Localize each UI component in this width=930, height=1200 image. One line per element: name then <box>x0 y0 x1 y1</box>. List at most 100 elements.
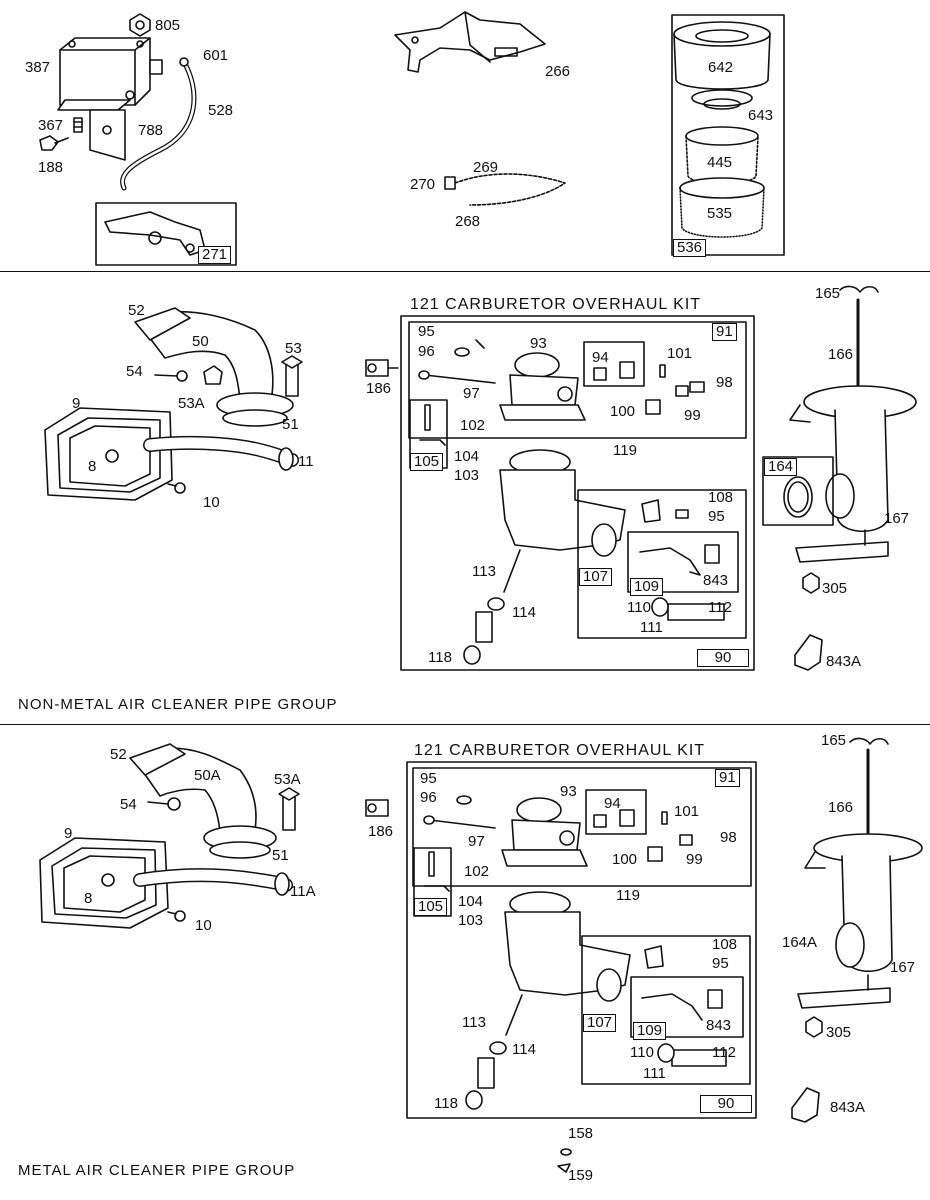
label-113-metal: 113 <box>462 1014 486 1031</box>
bracket-100 <box>645 399 661 415</box>
label-99: 99 <box>684 407 701 424</box>
label-104-metal: 104 <box>458 893 484 910</box>
label-601: 601 <box>203 47 229 64</box>
label-186-metal: 186 <box>368 823 394 840</box>
label-104: 104 <box>454 448 480 465</box>
box-label-109: 109 <box>630 578 664 596</box>
frame-109-group <box>627 531 739 593</box>
section-divider-1 <box>0 271 930 272</box>
drain-118-metal <box>465 1057 495 1110</box>
label-95a: 95 <box>418 323 435 340</box>
pin-101-metal <box>661 811 668 825</box>
label-165-metal: 165 <box>821 732 847 749</box>
label-103: 103 <box>454 467 480 484</box>
box-label-91: 91 <box>712 323 737 341</box>
label-112-metal: 112 <box>712 1044 736 1061</box>
label-95b-metal: 95 <box>712 955 729 972</box>
label-100: 100 <box>610 403 636 420</box>
carb-upper-body-93 <box>499 352 586 421</box>
lever-843 <box>639 544 720 576</box>
screw-54-metal <box>147 797 181 811</box>
label-166: 166 <box>828 346 854 363</box>
air-horn-assembly <box>789 298 917 532</box>
frame-94-metal <box>585 789 647 835</box>
label-108-metal: 108 <box>712 936 738 953</box>
label-96-metal: 96 <box>420 789 437 806</box>
washer-114-metal <box>489 1041 507 1055</box>
label-165: 165 <box>815 285 841 302</box>
label-98-metal: 98 <box>720 829 737 846</box>
label-114: 114 <box>512 604 536 621</box>
label-101-metal: 101 <box>674 803 700 820</box>
frame-109-group-metal <box>630 976 744 1038</box>
label-805: 805 <box>155 17 181 34</box>
fitting-186 <box>365 359 399 377</box>
plate-108 <box>641 499 661 523</box>
strap-167-metal <box>797 974 891 1009</box>
control-box-387 <box>59 37 163 106</box>
plate-108-metal <box>644 945 664 969</box>
label-94: 94 <box>592 349 609 366</box>
lever-843-metal <box>641 989 723 1021</box>
caption-metal: METAL AIR CLEANER PIPE GROUP <box>18 1162 296 1179</box>
frame-107-group <box>577 489 747 639</box>
carb-lower-body-metal <box>504 891 631 1036</box>
seat-94 <box>593 361 635 381</box>
label-9: 9 <box>72 395 81 412</box>
label-102-metal: 102 <box>464 863 490 880</box>
label-167: 167 <box>884 510 910 527</box>
label-113: 113 <box>472 563 496 580</box>
label-101: 101 <box>667 345 693 362</box>
label-102: 102 <box>460 417 486 434</box>
nut-805 <box>129 13 151 37</box>
label-108: 108 <box>708 489 734 506</box>
label-9-metal: 9 <box>64 825 73 842</box>
carb-gasket-9-metal <box>39 837 169 929</box>
label-528: 528 <box>208 102 234 119</box>
box-label-107: 107 <box>579 568 613 586</box>
pin-101 <box>659 364 666 378</box>
label-110: 110 <box>627 599 651 616</box>
label-110-metal: 110 <box>630 1044 654 1061</box>
screw-95b <box>675 509 689 519</box>
spring-99-metal <box>679 834 693 846</box>
frame-271 <box>95 202 237 266</box>
carb-gasket-9 <box>44 407 173 501</box>
label-843-metal: 843 <box>706 1017 732 1034</box>
label-186: 186 <box>366 380 392 397</box>
caption-nonmetal: NON-METAL AIR CLEANER PIPE GROUP <box>18 696 338 713</box>
jet-112-metal <box>657 1043 727 1067</box>
upper-kit-frame <box>408 321 747 439</box>
jet-112 <box>651 597 725 621</box>
label-10: 10 <box>203 494 220 511</box>
air-horn-assembly-metal <box>804 748 923 972</box>
bracket-788 <box>57 99 131 161</box>
box-label-109-metal: 109 <box>633 1022 667 1040</box>
needle-valve-97 <box>418 370 496 384</box>
screw-54 <box>154 370 188 382</box>
screw-53A <box>203 365 223 385</box>
bracket-266 <box>394 11 546 73</box>
bracket-100-metal <box>647 846 663 862</box>
label-270: 270 <box>410 176 436 193</box>
pipe-elbow-50A <box>129 743 277 859</box>
label-94-metal: 94 <box>604 795 621 812</box>
carb-upper-body-93-metal <box>501 797 588 867</box>
label-535: 535 <box>707 205 733 222</box>
label-8: 8 <box>88 458 97 475</box>
washer-114 <box>487 597 505 611</box>
label-159: 159 <box>568 1167 594 1184</box>
label-11: 11 <box>298 453 314 470</box>
kit-title-metal: 121 CARBURETOR OVERHAUL KIT <box>414 742 706 759</box>
label-97: 97 <box>463 385 480 402</box>
label-367: 367 <box>38 117 64 134</box>
label-52: 52 <box>128 302 145 319</box>
frame-105-group-metal <box>413 847 452 917</box>
label-788: 788 <box>138 122 164 139</box>
label-95a-metal: 95 <box>420 770 437 787</box>
label-643: 643 <box>748 107 774 124</box>
box-label-105-metal: 105 <box>414 898 448 916</box>
label-166-metal: 166 <box>828 799 854 816</box>
label-269: 269 <box>473 159 499 176</box>
